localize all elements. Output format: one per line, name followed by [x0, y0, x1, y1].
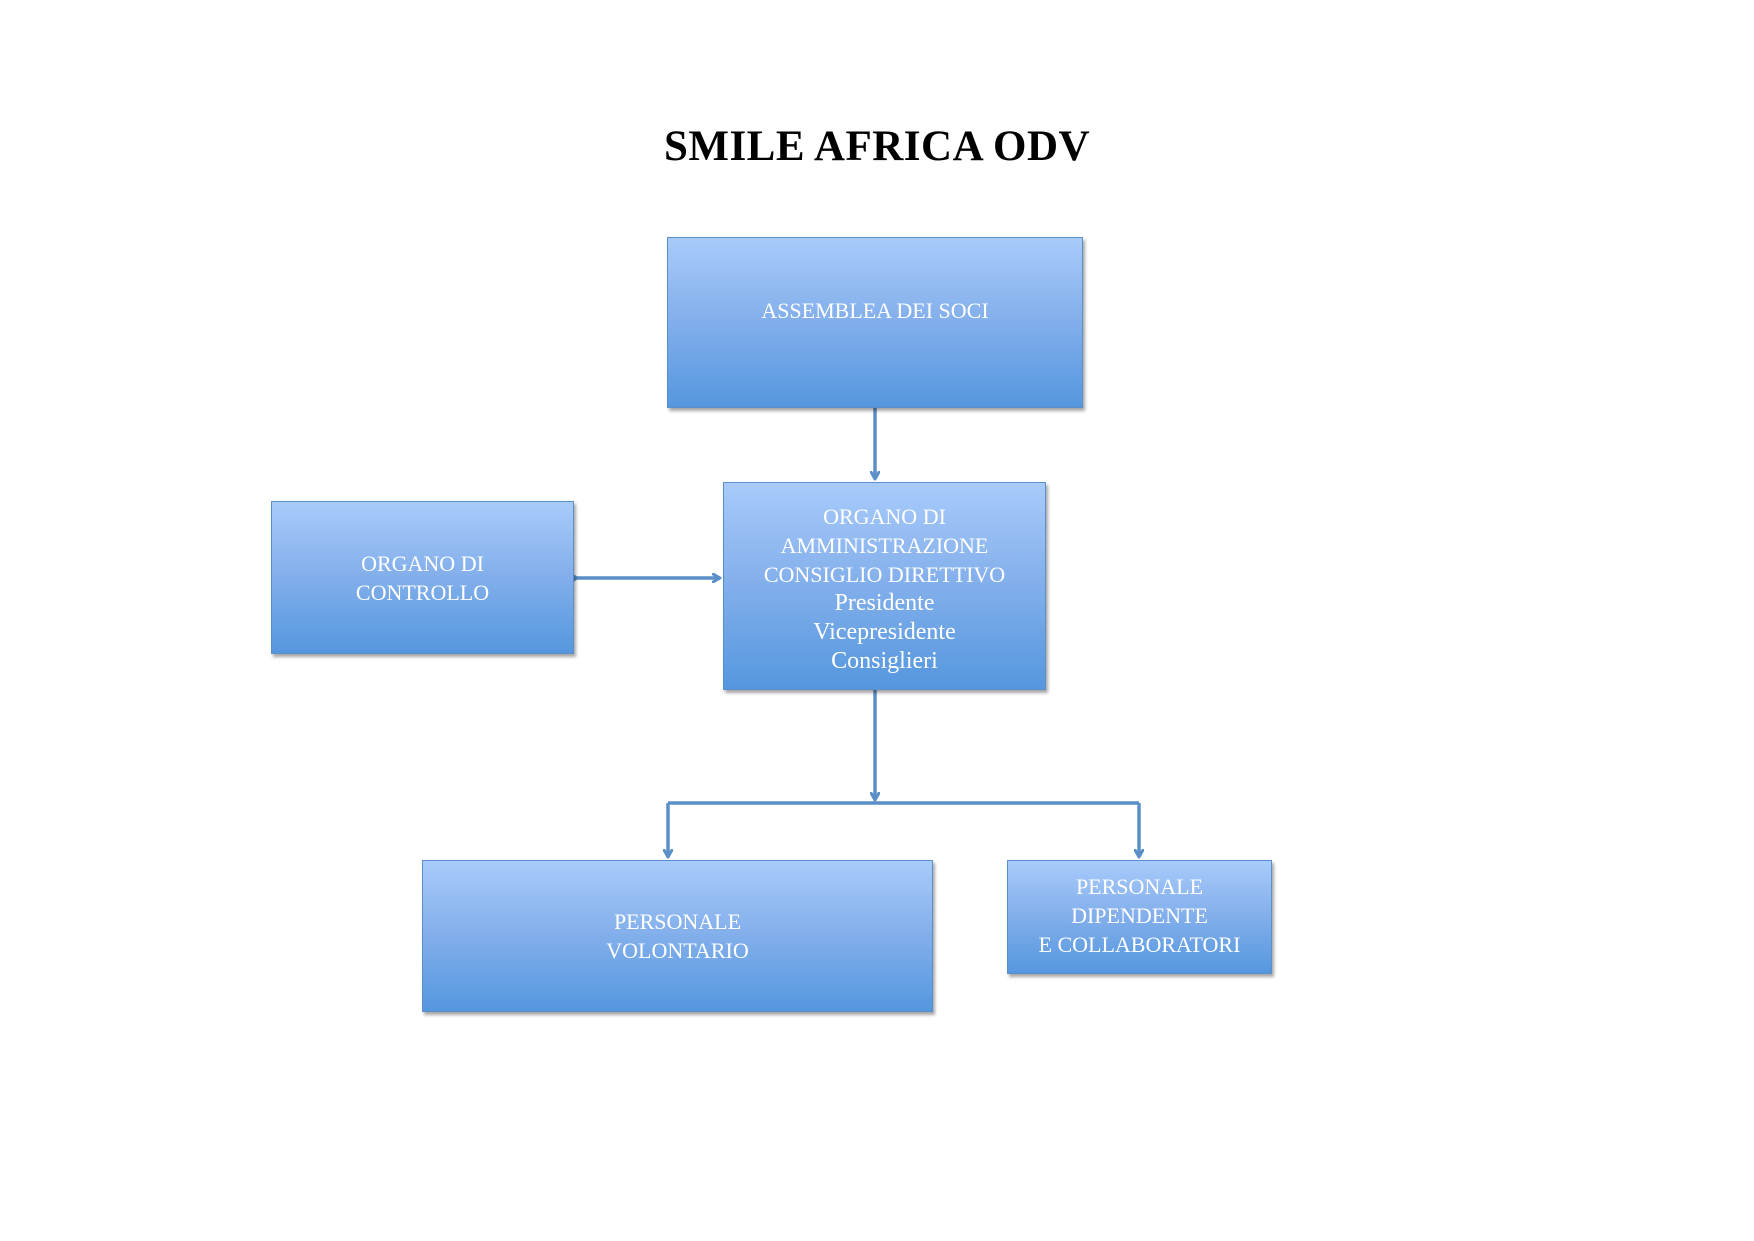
node-label: Consiglieri [831, 648, 938, 674]
node-label: PERSONALE [613, 909, 742, 934]
node-label: ORGANO DI [823, 504, 946, 529]
diagram-title: SMILE AFRICA ODV [663, 123, 1091, 170]
node-label: E COLLABORATORI [1038, 931, 1241, 957]
node-label: VOLONTARIO [606, 938, 749, 963]
node-label: Vicepresidente [813, 619, 956, 645]
node-personale-volontario: PERSONALE VOLONTARIO [422, 860, 933, 1012]
node-label: ASSEMBLEA DEI SOCI [761, 298, 989, 323]
node-label: AMMINISTRAZIONE [780, 533, 989, 558]
node-label: CONTROLLO [355, 579, 490, 605]
node-label: DIPENDENTE [1071, 902, 1208, 928]
node-assemblea-dei-soci: ASSEMBLEA DEI SOCI [667, 237, 1083, 408]
node-personale-dipendente: PERSONALE DIPENDENTE E COLLABORATORI [1007, 860, 1272, 974]
node-organo-di-amministrazione: ORGANO DI AMMINISTRAZIONE CONSIGLIO DIRE… [723, 482, 1046, 690]
node-organo-di-controllo: ORGANO DI CONTROLLO [271, 501, 574, 654]
node-label: ORGANO DI [361, 550, 484, 576]
node-label: Presidente [834, 590, 935, 616]
node-label: PERSONALE [1075, 873, 1204, 899]
node-label: CONSIGLIO DIRETTIVO [763, 562, 1006, 587]
